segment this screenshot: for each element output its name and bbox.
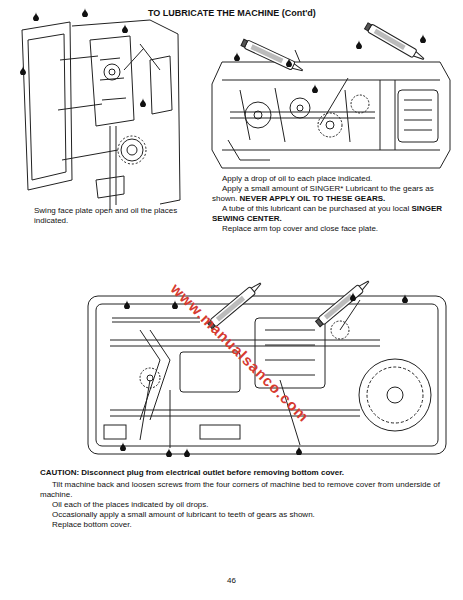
- page-title: TO LUBRICATE THE MACHINE (Cont'd): [148, 8, 316, 18]
- text-paragraph: Swing face plate open and oil the places…: [34, 206, 184, 226]
- instruction-text: Swing face plate open and oil the places…: [34, 206, 177, 225]
- instruction-text: Oil each of the places indicated by oil …: [52, 500, 209, 509]
- text-paragraph: Apply a small amount of SINGER* Lubrican…: [212, 184, 444, 204]
- instruction-text: Replace bottom cover.: [52, 520, 132, 529]
- text-paragraph: Replace arm top cover and close face pla…: [212, 224, 444, 234]
- text-paragraph: Occasionally apply a small amount of lub…: [40, 510, 440, 520]
- bed-underside-view: [88, 278, 446, 457]
- text-paragraph: Tilt machine back and loosen screws from…: [40, 480, 440, 500]
- text-paragraph: CAUTION: Disconnect plug from electrical…: [40, 468, 440, 478]
- instruction-text: Tilt machine back and loosen screws from…: [40, 480, 440, 499]
- instruction-text: Replace arm top cover and close face pla…: [222, 224, 378, 233]
- instruction-text: Occasionally apply a small amount of lub…: [52, 510, 315, 519]
- page-number: 46: [227, 576, 236, 586]
- instruction-text: Apply a drop of oil to each place indica…: [222, 174, 372, 183]
- arm-top-view: [212, 22, 450, 168]
- instruction-text: CAUTION:: [40, 468, 79, 477]
- face-plate-view: [20, 8, 180, 210]
- instruction-text: A tube of this lubricant can be purchase…: [222, 204, 409, 213]
- text-paragraph: Replace bottom cover.: [40, 520, 440, 530]
- text-paragraph: Apply a drop of oil to each place indica…: [212, 174, 444, 184]
- instruction-text: NEVER APPLY OIL TO THESE GEARS.: [240, 194, 386, 203]
- instruction-text: Disconnect plug from electrical outlet b…: [81, 468, 344, 477]
- text-paragraph: Oil each of the places indicated by oil …: [40, 500, 440, 510]
- text-paragraph: A tube of this lubricant can be purchase…: [212, 204, 444, 224]
